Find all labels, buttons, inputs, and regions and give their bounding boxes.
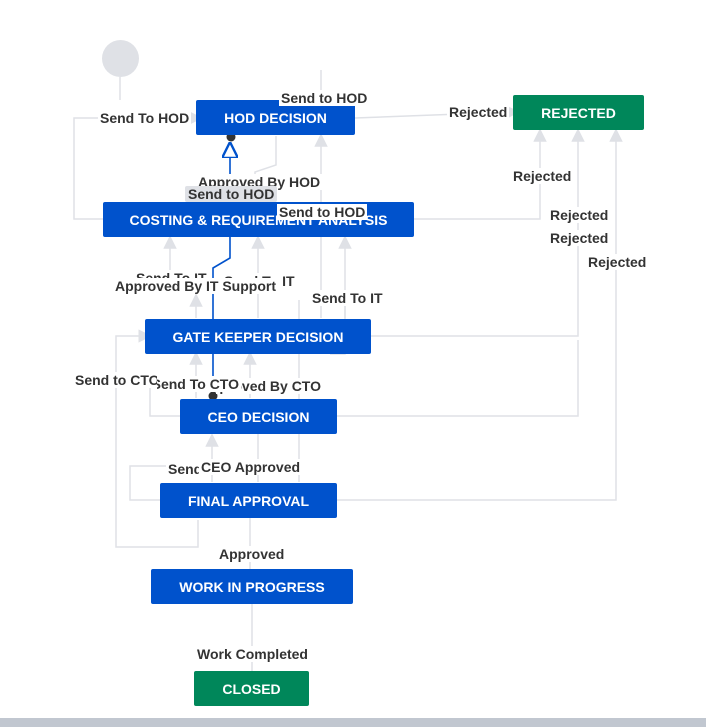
transition-send-to-cto-left[interactable]: Send to CTO [73, 372, 162, 388]
status-ceo-decision[interactable]: CEO DECISION [180, 399, 337, 434]
transition-approved-by-it-support[interactable]: Approved By IT Support [113, 278, 278, 294]
transition-work-completed[interactable]: Work Completed [195, 646, 310, 662]
status-gate-keeper-decision[interactable]: GATE KEEPER DECISION [145, 319, 371, 354]
start-node[interactable] [102, 40, 139, 77]
transition-rejected-3[interactable]: Rejected [548, 230, 611, 246]
status-costing-requirement-analysis[interactable]: COSTING & REQUIREMENT ANALYSIS [103, 202, 414, 237]
transition-send-to-hod-gray[interactable]: Send to HOD [185, 186, 278, 202]
transition-send-short[interactable]: Send [166, 461, 205, 477]
edge-ceo-rejected [337, 340, 579, 417]
transition-ceo-approved[interactable]: CEO Approved [199, 459, 303, 475]
transition-approved[interactable]: Approved [217, 546, 287, 562]
transition-send-to-cto-mid[interactable]: Send To CTO [157, 376, 241, 392]
edge-gate-rejected [371, 128, 585, 337]
edge-final-rejected [337, 128, 623, 501]
edge-costing-rejected [414, 128, 547, 220]
transition-approved-by-cto[interactable]: Approved By CTO [216, 378, 323, 394]
transition-rejected-2[interactable]: Rejected [548, 207, 611, 223]
horizontal-scrollbar[interactable] [0, 718, 706, 727]
transition-rejected-top[interactable]: Rejected [447, 104, 510, 120]
transition-send-to-hod-left[interactable]: Send To HOD [98, 110, 192, 126]
status-closed[interactable]: CLOSED [194, 671, 309, 706]
edge-gate-loop [330, 300, 346, 355]
transition-send-to-hod-mid[interactable]: Send to HOD [277, 204, 368, 220]
transition-send-to-hod-top[interactable]: Send to HOD [279, 90, 370, 106]
transition-send-to-it-1[interactable]: Send To IT [134, 270, 209, 278]
edge-send-to-cto-left [115, 329, 199, 548]
status-rejected[interactable]: REJECTED [513, 95, 644, 130]
status-work-in-progress[interactable]: WORK IN PROGRESS [151, 569, 353, 604]
edge-final-loop [129, 465, 168, 501]
transition-rejected-1[interactable]: Rejected [511, 168, 574, 184]
edge-selected-start-dot [208, 391, 218, 401]
transition-rejected-4[interactable]: Rejected [586, 254, 649, 270]
edge-ceo-left [149, 380, 180, 417]
transition-send-to-it-3[interactable]: Send To IT [310, 290, 385, 306]
status-final-approval[interactable]: FINAL APPROVAL [160, 483, 337, 518]
